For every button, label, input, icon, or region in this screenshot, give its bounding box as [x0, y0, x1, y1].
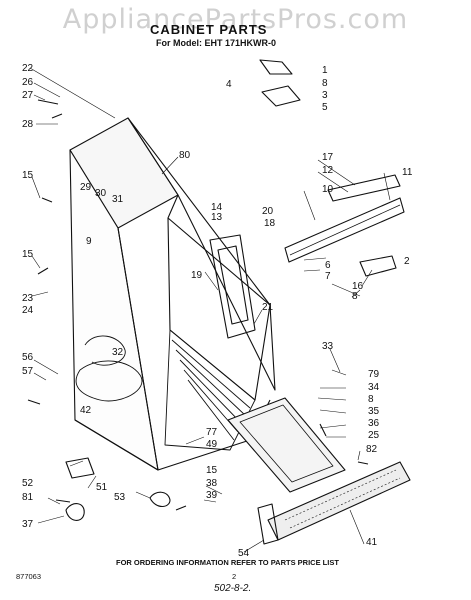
callout-39: 39 — [206, 490, 218, 501]
callout-15-b: 15 — [22, 249, 34, 260]
callout-10: 10 — [322, 184, 334, 195]
callout-77: 77 — [206, 427, 218, 438]
callout-7: 7 — [325, 271, 331, 282]
cabinet-back — [127, 117, 276, 391]
callout-6: 6 — [325, 260, 331, 271]
callout-12: 12 — [322, 165, 334, 176]
door-rail — [284, 197, 405, 263]
top-hinge — [259, 59, 301, 107]
callout-31: 31 — [112, 194, 124, 205]
latch-54 — [257, 503, 279, 545]
diagram-title: CABINET PARTS — [150, 22, 268, 37]
callout-1: 1 — [322, 65, 328, 76]
callout-8-top: 8 — [322, 78, 328, 89]
bracket-53 — [149, 491, 171, 508]
callout-22: 22 — [22, 63, 34, 74]
callout-52: 52 — [22, 478, 34, 489]
callout-2: 2 — [404, 256, 410, 267]
callout-9: 9 — [86, 236, 92, 247]
callout-26: 26 — [22, 77, 34, 88]
callout-14: 14 — [211, 202, 223, 213]
callout-8-low: 8 — [368, 394, 374, 405]
callout-27: 27 — [22, 90, 34, 101]
bottom-hinge — [359, 255, 397, 277]
callout-54: 54 — [238, 548, 250, 559]
caster — [65, 503, 85, 521]
cabinet-opening — [167, 217, 271, 401]
callout-17: 17 — [322, 152, 334, 163]
callout-36: 36 — [368, 418, 380, 429]
callout-8-mid: 8 — [352, 291, 358, 302]
callout-3: 3 — [322, 90, 328, 101]
trim-strip — [327, 174, 401, 202]
cabinet-floor-ribs — [164, 329, 256, 451]
callout-19: 19 — [191, 270, 203, 281]
callout-11: 11 — [402, 167, 413, 178]
callout-53: 53 — [114, 492, 126, 503]
model-line: For Model: EHT 171HKWR-0 — [156, 38, 277, 48]
evaporator-bracket — [209, 234, 256, 339]
callout-30: 30 — [95, 188, 107, 199]
document-number: 877063 — [16, 572, 42, 581]
callout-80: 80 — [179, 150, 191, 161]
callout-28: 28 — [22, 119, 34, 130]
compressor-tubing — [75, 335, 143, 402]
handwritten-note: 502-8-2. — [214, 583, 252, 594]
callout-42: 42 — [80, 405, 92, 416]
callout-4: 4 — [226, 79, 232, 90]
callout-81: 81 — [22, 492, 34, 503]
callout-37: 37 — [22, 519, 34, 530]
drain-pan — [227, 397, 346, 493]
callout-18: 18 — [264, 218, 276, 229]
callout-29: 29 — [80, 182, 92, 193]
bracket-52 — [65, 457, 95, 479]
callout-5: 5 — [322, 102, 328, 113]
callout-25: 25 — [368, 430, 380, 441]
callout-21: 21 — [262, 302, 274, 313]
callout-13: 13 — [211, 212, 223, 223]
page-number: 2 — [232, 572, 237, 581]
callout-82: 82 — [366, 444, 378, 455]
callout-41: 41 — [366, 537, 378, 548]
callout-56: 56 — [22, 352, 34, 363]
callout-numbers: 1 8 3 5 4 22 26 27 28 80 17 12 11 10 15 … — [22, 63, 413, 559]
callout-38: 38 — [206, 478, 218, 489]
callout-20: 20 — [262, 206, 274, 217]
callout-33: 33 — [322, 341, 334, 352]
callout-51: 51 — [96, 482, 108, 493]
leader-lines — [29, 67, 391, 553]
ordering-note: FOR ORDERING INFORMATION REFER TO PARTS … — [116, 558, 339, 567]
callout-32: 32 — [112, 347, 124, 358]
callout-24: 24 — [22, 305, 34, 316]
callout-16: 16 — [352, 281, 364, 292]
callout-49: 49 — [206, 439, 218, 450]
kick-plate — [267, 461, 411, 541]
callout-35: 35 — [368, 406, 380, 417]
callout-57: 57 — [22, 366, 34, 377]
callout-79: 79 — [368, 369, 380, 380]
callout-15-c: 15 — [206, 465, 218, 476]
callout-15-a: 15 — [22, 170, 34, 181]
callout-23: 23 — [22, 293, 34, 304]
callout-34: 34 — [368, 382, 380, 393]
